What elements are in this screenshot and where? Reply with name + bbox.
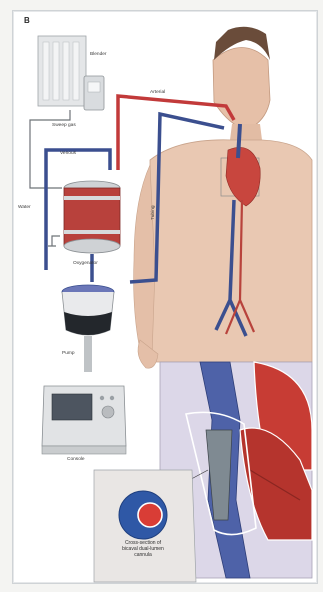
oxygenator-icon [48, 181, 120, 253]
pump-label: Pump [62, 352, 75, 357]
water-label: Water [18, 206, 31, 211]
arterial-label: Arterial [150, 91, 165, 96]
console-icon [42, 386, 126, 454]
venous-label: Venous [60, 152, 76, 157]
pump-icon [62, 285, 114, 372]
oxygenator-label: Oxygenator [73, 262, 98, 267]
cross-section-box [94, 470, 196, 582]
sweep-gas-label: Sweep gas [52, 124, 76, 129]
blender-icon [38, 36, 104, 110]
tubing-label: Tubing [152, 206, 157, 221]
blender-label: Blender [90, 53, 107, 58]
console-label: Console [67, 458, 85, 463]
cross-section-caption: Cross-section of bicaval dual-lumen cann… [117, 540, 169, 558]
